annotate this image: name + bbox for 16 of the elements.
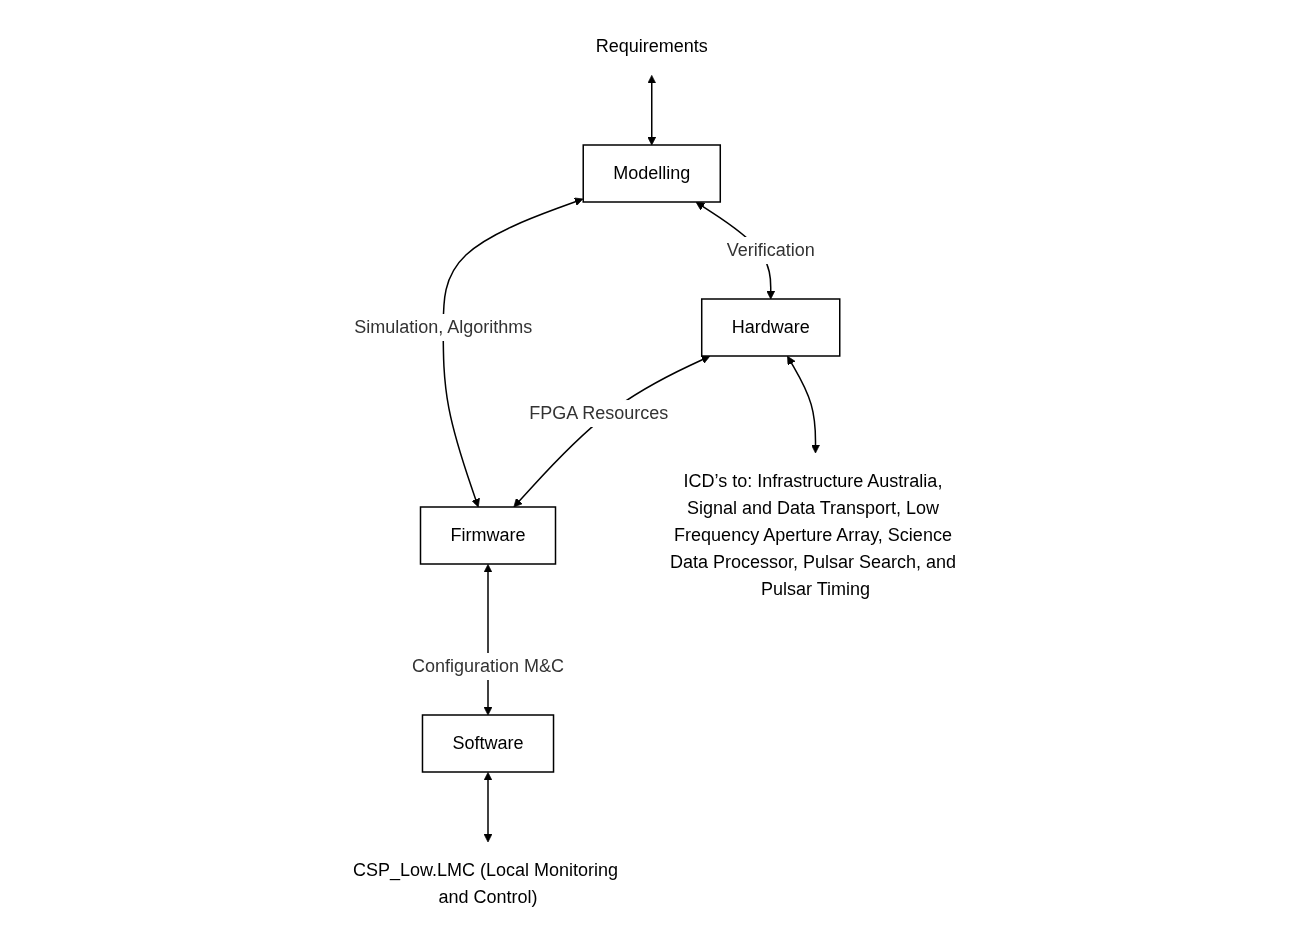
edge-label: Simulation, Algorithms <box>353 316 533 337</box>
arrow <box>786 355 820 453</box>
node-box: Hardware <box>700 297 841 357</box>
node-text: CSP_Low.LMC (Local Monitoring and Control) <box>352 859 618 907</box>
edge-label: Configuration M&C <box>411 655 564 676</box>
edge-label: FPGA Resources <box>528 402 669 423</box>
arrow <box>442 197 583 507</box>
edge-label: Verification <box>726 239 815 260</box>
arrow <box>647 74 656 145</box>
node-box: Modelling <box>582 143 721 203</box>
arrow <box>513 355 710 507</box>
node-text: Requirements <box>595 35 708 56</box>
node-text: ICD’s to: Infrastructure Australia, Signal and Data Transport, Low Frequency Aperture Array, Science Data Processor, Pulsar Search, and Pulsar Timing <box>669 470 956 599</box>
node-box: Firmware <box>419 505 556 565</box>
node-box: Software <box>421 713 554 773</box>
arrow <box>483 771 493 842</box>
